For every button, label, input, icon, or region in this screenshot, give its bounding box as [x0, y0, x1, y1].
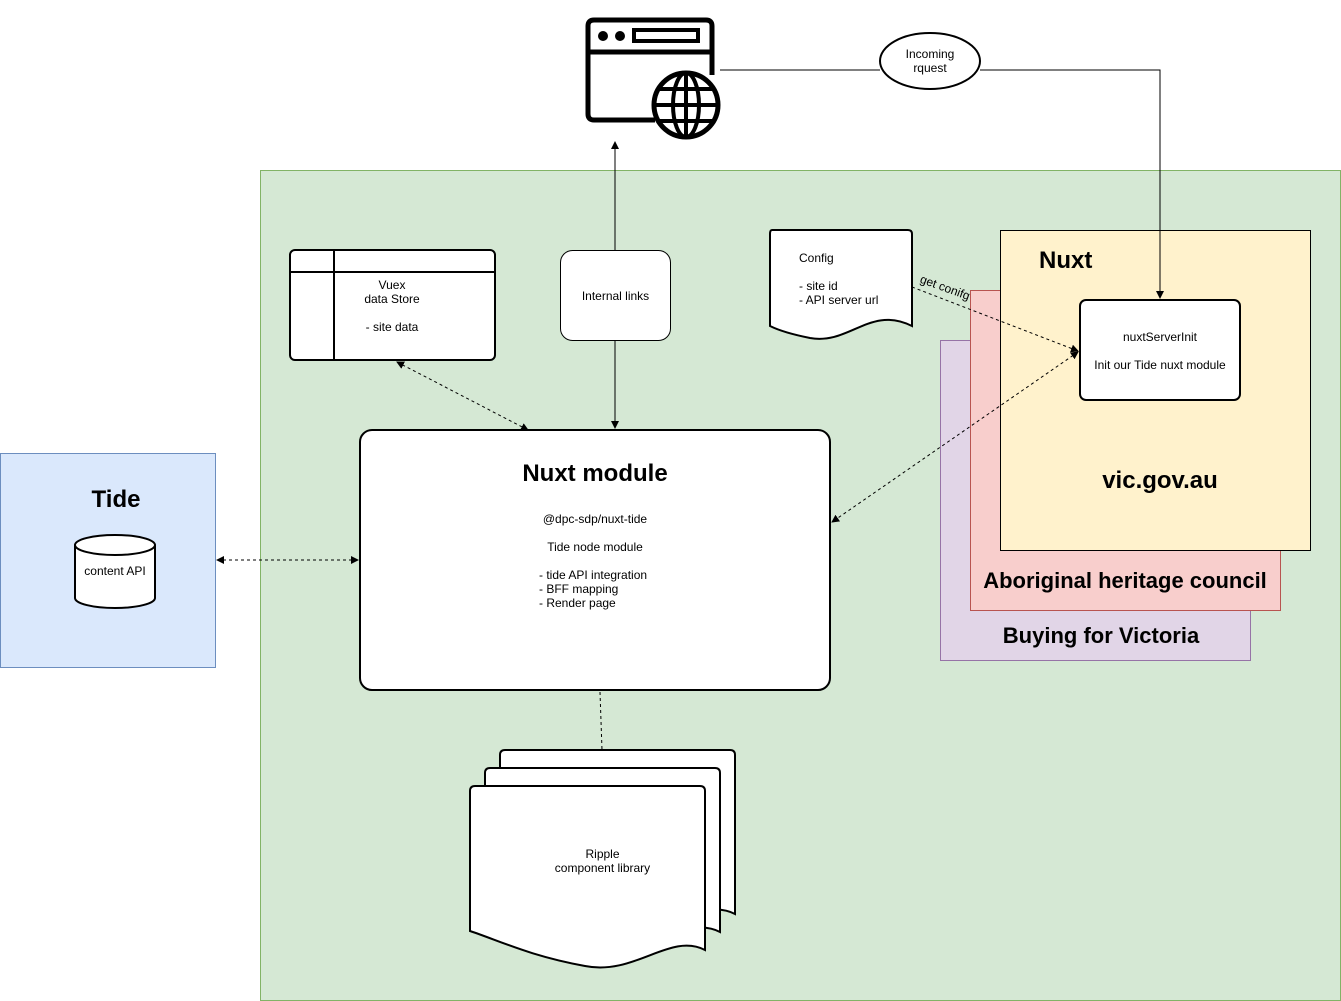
site-vic-gov-au: vic.gov.au: [1102, 467, 1218, 494]
nuxt-module-package: @dpc-sdp/nuxt-tide: [542, 512, 648, 526]
config-document-shape: [769, 229, 913, 340]
vuex-item: - site data: [365, 320, 419, 334]
vuex-store-shape: [289, 249, 496, 361]
edge-incoming-serverinit: [980, 69, 1164, 299]
site-buying-for-victoria: Buying for Victoria: [1002, 623, 1200, 648]
tide-title: Tide: [91, 486, 141, 513]
nuxt-module-desc: Tide node module: [547, 540, 643, 554]
incoming-request-line1: Incoming: [905, 47, 955, 61]
internal-links-label: Internal links: [581, 289, 650, 303]
nuxt-module-item-render: - Render page: [539, 596, 616, 610]
edge-module-ripple: [599, 691, 603, 751]
vuex-title: Vuex: [378, 278, 406, 292]
config-item-site-id: - site id: [799, 279, 838, 293]
site-aboriginal-heritage: Aboriginal heritage council: [983, 568, 1267, 593]
nuxt-module-box: [359, 429, 831, 691]
server-init-desc: Init our Tide nuxt module: [1094, 358, 1226, 372]
tide-db-label: content API: [84, 564, 146, 578]
nuxt-module-title: Nuxt module: [522, 460, 668, 487]
vuex-subtitle: data Store: [364, 292, 420, 306]
ripple-title: Ripple: [585, 847, 620, 861]
server-init-box: [1079, 299, 1241, 401]
config-title: Config: [799, 251, 834, 265]
edge-serverinit-module: [831, 351, 1079, 523]
incoming-request-ellipse: [879, 32, 981, 90]
ripple-docs-shape: [469, 749, 736, 969]
database-icon: [74, 534, 156, 609]
browser-globe-icon: [585, 17, 721, 140]
ripple-subtitle: component library: [554, 861, 651, 875]
nuxt-module-item-api: - tide API integration: [539, 568, 648, 582]
nuxt-module-item-bff: - BFF mapping: [539, 582, 619, 596]
edge-vuex-module: [396, 361, 529, 431]
connectors: [216, 69, 1164, 751]
server-init-title: nuxtServerInit: [1122, 330, 1198, 344]
config-item-api-url: - API server url: [799, 293, 879, 307]
nuxt-title: Nuxt: [1039, 247, 1093, 274]
incoming-request-line2: rquest: [913, 61, 947, 75]
